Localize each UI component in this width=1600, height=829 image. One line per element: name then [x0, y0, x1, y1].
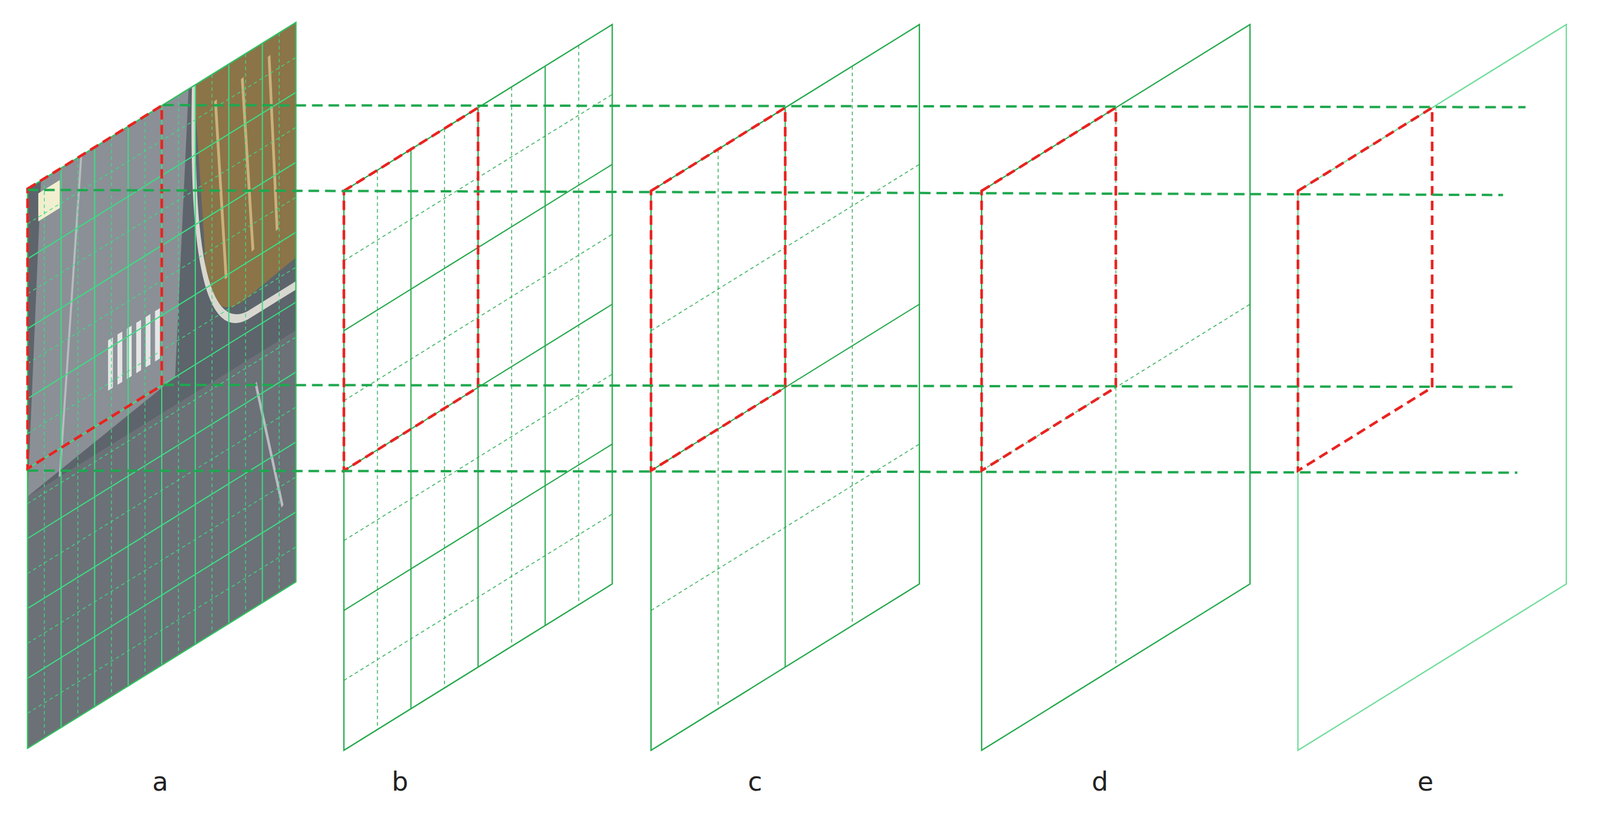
grid-line: [27, 406, 297, 574]
grid-line: [228, 63, 230, 623]
plane-label: b: [391, 767, 409, 796]
grid-line: [27, 511, 297, 679]
receptive-field-square: [1297, 107, 1432, 471]
grid-line: [344, 514, 613, 681]
grid-line: [344, 374, 613, 541]
plane-label: d: [1091, 767, 1109, 796]
receptive-field-square: [344, 107, 479, 471]
receptive-field-square: [27, 105, 162, 469]
receptive-field-square: [650, 107, 785, 471]
receptive-field-square: [981, 107, 1116, 471]
grid-line: [650, 443, 920, 611]
grid-line: [278, 33, 280, 592]
grid-line: [211, 74, 213, 634]
grid-line: [27, 476, 297, 644]
grid-line: [27, 546, 297, 713]
projection-guide: [27, 190, 1504, 196]
feature-plane: [650, 24, 920, 750]
grid-line: [578, 45, 580, 605]
feature-plane: [344, 24, 613, 750]
grid-line: [511, 86, 513, 646]
grid-line: [27, 442, 297, 609]
projection-guide: [27, 470, 1518, 473]
plane-label: c: [747, 767, 762, 796]
grid-line: [244, 53, 247, 613]
projection-guide: [163, 384, 1518, 387]
grid-line: [27, 371, 297, 539]
grid-line: [178, 95, 180, 654]
grid-line: [344, 443, 613, 611]
plane-border: [650, 24, 920, 750]
plane-border: [344, 24, 613, 750]
projection-guide: [163, 105, 1526, 107]
grid-line: [194, 84, 196, 644]
plane-label: e: [1417, 767, 1434, 796]
grid-line: [851, 66, 853, 626]
grid-line: [262, 43, 264, 602]
grid-line: [544, 66, 546, 626]
plane-label: a: [152, 767, 169, 796]
